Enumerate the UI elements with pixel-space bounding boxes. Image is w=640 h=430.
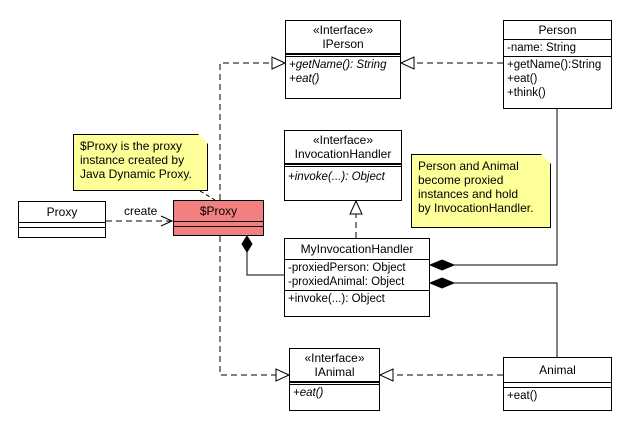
my-invocation-handler-attribute: -proxiedAnimal: Object — [288, 276, 405, 288]
composition-handler-animal — [428, 277, 558, 357]
animal-method: +eat() — [507, 390, 538, 402]
ianimal-interface[interactable]: «Interface» IAnimal +eat() — [289, 348, 380, 411]
proxy-note-line: Java Dynamic Proxy. — [80, 167, 192, 181]
my-invocation-handler-methods: +invoke(...): Object — [285, 290, 429, 307]
create-dependency — [106, 215, 174, 227]
iperson-name: IPerson — [322, 37, 364, 51]
person-method: +think() — [507, 87, 546, 99]
iperson-methods: +getName(): String +eat() — [286, 56, 400, 87]
proxy-methods — [19, 227, 105, 232]
invocation-handler-header: «Interface» InvocationHandler — [285, 131, 401, 165]
my-invocation-handler-attribute: -proxiedPerson: Object — [288, 262, 406, 274]
handler-note: Person and Animal become proxied instanc… — [411, 154, 551, 228]
my-invocation-handler-attributes: -proxiedPerson: Object -proxiedAnimal: O… — [285, 259, 429, 290]
proxy-name: Proxy — [46, 205, 78, 219]
invocation-handler-methods: +invoke(...): Object — [285, 166, 401, 185]
person-method: +eat() — [507, 73, 538, 85]
proxy-header: Proxy — [19, 202, 105, 222]
iperson-stereotype: «Interface» — [312, 23, 374, 37]
my-invocation-handler-header: MyInvocationHandler — [285, 239, 429, 259]
person-class[interactable]: Person -name: String +getName():String +… — [503, 20, 612, 109]
proxy-note-line: $Proxy is the proxy — [80, 139, 183, 153]
person-methods: +getName():String +eat() +think() — [504, 56, 611, 101]
note-anchor-lines — [199, 190, 216, 201]
create-label: create — [124, 204, 158, 218]
realization-proxy-ianimal — [219, 236, 291, 382]
iperson-header: «Interface» IPerson — [286, 21, 400, 55]
my-invocation-handler-class[interactable]: MyInvocationHandler -proxiedPerson: Obje… — [284, 238, 430, 317]
realization-animal-ianimal — [378, 368, 503, 382]
ianimal-stereotype: «Interface» — [304, 351, 365, 365]
realization-handler-invocationhandler — [349, 199, 363, 238]
proxy-class[interactable]: Proxy — [18, 201, 106, 238]
handler-note-line: Person and Animal — [418, 159, 519, 173]
animal-methods: +eat() — [504, 387, 611, 404]
ianimal-method: +eat() — [293, 387, 324, 399]
animal-header: Animal — [504, 358, 611, 382]
dollar-proxy-name: $Proxy — [199, 204, 238, 218]
person-header: Person — [504, 21, 611, 39]
person-method: +getName():String — [507, 59, 602, 71]
proxy-note-line: instance created by — [80, 153, 185, 167]
dollar-proxy-class[interactable]: $Proxy — [173, 200, 264, 236]
animal-attributes — [504, 382, 611, 387]
invocation-handler-method: +invoke(...): Object — [288, 171, 385, 183]
composition-proxy-handler — [241, 235, 284, 276]
dollar-proxy-methods — [174, 226, 263, 231]
invocation-handler-name: InvocationHandler — [294, 147, 392, 161]
handler-note-line: by InvocationHandler. — [418, 201, 534, 215]
person-name: Person — [538, 23, 577, 37]
dollar-proxy-attributes — [174, 221, 263, 226]
person-attributes: -name: String — [504, 39, 611, 56]
composition-handler-person — [428, 109, 558, 271]
realization-proxy-iperson — [219, 56, 287, 200]
animal-name: Animal — [539, 363, 576, 377]
ianimal-name: IAnimal — [314, 365, 355, 379]
handler-note-line: become proxied — [418, 173, 504, 187]
ianimal-header: «Interface» IAnimal — [290, 349, 379, 383]
animal-class[interactable]: Animal +eat() — [503, 357, 612, 411]
my-invocation-handler-name: MyInvocationHandler — [300, 242, 414, 256]
dollar-proxy-header: $Proxy — [174, 201, 263, 221]
iperson-method: +eat() — [289, 73, 320, 85]
realization-person-iperson — [399, 56, 503, 70]
person-attribute: -name: String — [507, 42, 577, 54]
iperson-interface[interactable]: «Interface» IPerson +getName(): String +… — [285, 20, 401, 99]
invocation-handler-interface[interactable]: «Interface» InvocationHandler +invoke(..… — [284, 130, 402, 201]
my-invocation-handler-method: +invoke(...): Object — [288, 293, 385, 305]
invocation-handler-stereotype: «Interface» — [312, 133, 374, 147]
iperson-method: +getName(): String — [289, 59, 387, 71]
proxy-attributes — [19, 222, 105, 227]
ianimal-methods: +eat() — [290, 384, 379, 401]
handler-note-line: instances and hold — [418, 187, 519, 201]
proxy-note: $Proxy is the proxy instance created by … — [73, 134, 208, 191]
